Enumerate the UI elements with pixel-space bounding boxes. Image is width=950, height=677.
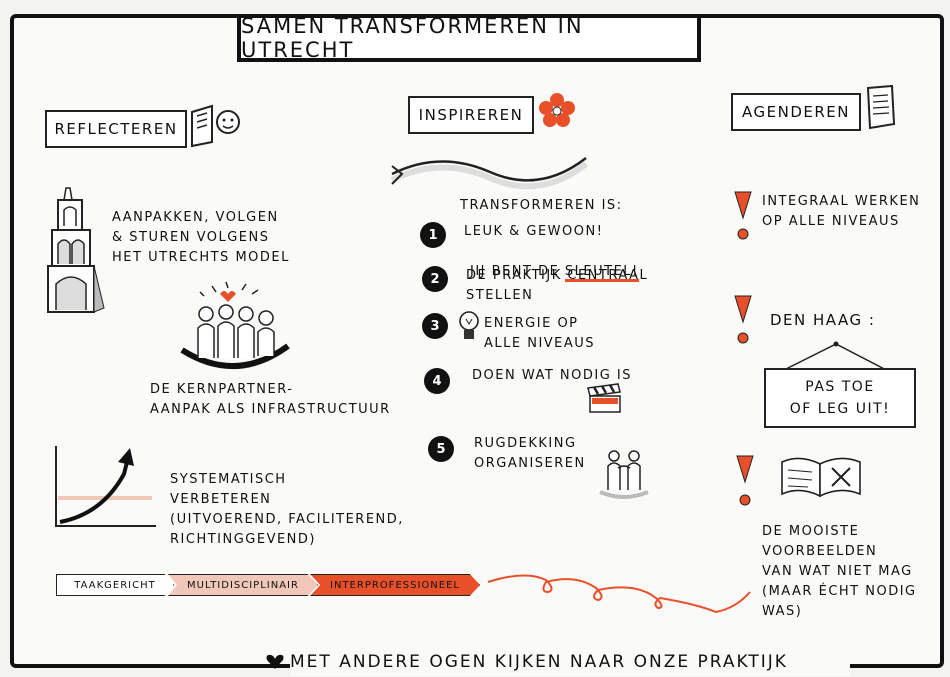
lightbulb-icon — [459, 311, 479, 339]
reflecteren-item-kernpartner: De kernpartner- aanpak als infrastructuu… — [150, 382, 391, 417]
two-people-icon — [599, 450, 649, 499]
heart-icon — [266, 654, 284, 669]
sign-hanger-icon — [775, 341, 895, 375]
kernpartners-group-icon — [180, 281, 290, 370]
inspireren-item-5: Rugdekking organiseren — [474, 436, 586, 471]
number-badge-2: 2 — [422, 266, 448, 292]
sign-pas-toe: Pas toe of leg uit! — [764, 368, 916, 428]
number-badge-1: 1 — [420, 222, 446, 248]
section-inspireren-label: Inspireren — [408, 96, 540, 140]
exclamation-icon-3 — [736, 455, 754, 506]
growth-chart-icon — [55, 446, 156, 527]
open-book-icon — [781, 457, 861, 498]
document-icon — [866, 84, 896, 130]
progress-step-interprofessioneel: Interprofessioneel — [310, 574, 480, 596]
agenderen-item-den-haag: Den Haag : — [770, 311, 876, 329]
number-badge-5: 5 — [428, 436, 454, 462]
clapperboard-icon — [587, 383, 621, 413]
dom-tower-icon — [47, 187, 105, 313]
inspireren-item-4: Doen wat nodig is — [472, 368, 633, 383]
ballot-box-icon — [191, 104, 240, 148]
curly-line-icon — [487, 574, 751, 614]
inspireren-heading: Transformeren is: — [460, 198, 623, 213]
sub-prefix: Jij bent de — [470, 264, 565, 279]
sub-key: sleutel! — [564, 264, 639, 282]
section-agenderen-label: Agenderen — [731, 93, 867, 137]
progress-step-taakgericht: Taakgericht — [56, 574, 174, 596]
reflecteren-item-verbeteren: Systematisch verbeteren (uitvoerend, fac… — [170, 472, 404, 547]
progress-step-multidisciplinair: Multidisciplinair — [168, 574, 318, 596]
page-title: Samen transformeren in Utrecht — [237, 14, 701, 62]
agenderen-item-voorbeelden: De mooiste voorbeelden van wat niet mag … — [762, 524, 917, 619]
exclamation-icon-2 — [734, 295, 752, 344]
inspireren-item-1-sub: Jij bent de sleutel! — [470, 242, 639, 282]
inspireren-item-2: De praktijk centraal stellen — [466, 268, 649, 303]
number-badge-4: 4 — [424, 368, 450, 394]
reflecteren-item-utrechts-model: Aanpakken, volgen & sturen volgens het U… — [112, 210, 290, 265]
inspireren-item-3: Energie op alle niveaus — [484, 316, 596, 351]
bottom-line: Met andere ogen kijken naar onze praktij… — [290, 648, 850, 676]
section-reflecteren-label: Reflecteren — [45, 110, 193, 154]
banner-ribbon-icon — [390, 157, 588, 190]
exclamation-icon-1 — [734, 191, 752, 240]
inspireren-item-1: Leuk & gewoon! — [464, 224, 604, 239]
agenderen-item-integraal: Integraal werken op alle niveaus — [762, 194, 921, 229]
number-badge-3: 3 — [422, 313, 448, 339]
flower-icon — [539, 93, 575, 127]
